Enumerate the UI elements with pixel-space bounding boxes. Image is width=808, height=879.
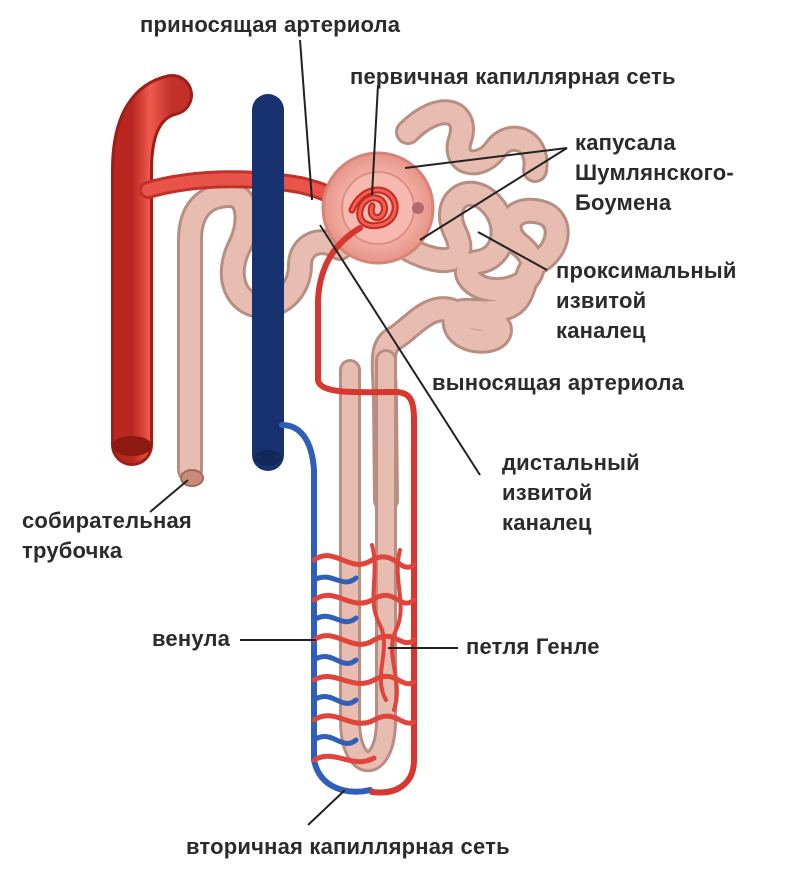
label-secondary-capillary-network: вторичная капиллярная сеть [186,832,510,862]
label-venule: венула [152,624,230,654]
label-efferent-arteriole: выносящая артериола [432,368,684,398]
label-capsule-line-3: Боумена [575,188,734,218]
label-collecting-line-1: собирательная [22,506,192,536]
label-distal-line-3: каналец [502,508,640,538]
label-proximal-tubule: проксимальный извитой каналец [556,256,737,346]
label-collecting-line-2: трубочка [22,536,192,566]
label-collecting-duct: собирательная трубочка [22,506,192,566]
label-distal-line-1: дистальный [502,448,640,478]
label-capsule-line-2: Шумлянского- [575,158,734,188]
label-afferent-arteriole: приносящая артериола [140,10,400,40]
label-distal-tubule: дистальный извитой каналец [502,448,640,538]
label-proximal-line-3: каналец [556,316,737,346]
label-capsule-line-1: капусала [575,128,734,158]
label-proximal-line-1: проксимальный [556,256,737,286]
label-capsule: капусала Шумлянского- Боумена [575,128,734,218]
efferent-arteriole [318,228,414,793]
label-loop-of-henle: петля Генле [466,632,600,662]
secondary-capillary-network [314,545,414,762]
label-primary-capillary-network: первичная капиллярная сеть [350,62,676,92]
label-proximal-line-2: извитой [556,286,737,316]
label-distal-line-2: извитой [502,478,640,508]
